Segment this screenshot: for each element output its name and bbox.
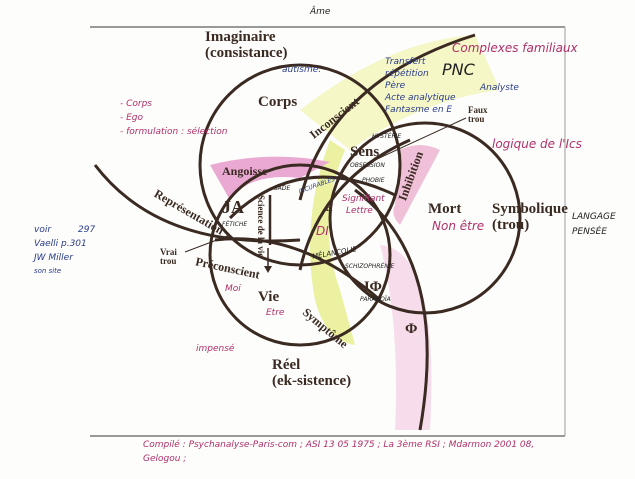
inner-arc-3 [298, 138, 411, 271]
reel-ring [208, 163, 392, 347]
lettre-note: Lettre [346, 206, 373, 216]
reel-subtitle: (ek-sistence) [272, 373, 352, 389]
mort-label: Mort [428, 201, 462, 217]
footer-source-2: Gelogou ; [143, 454, 187, 464]
pnc-note: PNC [442, 60, 475, 79]
phi-label: Φ [405, 321, 418, 337]
transfert-note: Transfert [385, 57, 426, 67]
paranoia-note: PARANOÏA [360, 296, 391, 303]
acte-note: Acte analytique [385, 93, 456, 103]
corps-list-3: - formulation : sélection [120, 127, 228, 137]
ja-label: JA [222, 197, 244, 217]
spiral-left [93, 164, 301, 243]
analyste-note: Analyste [480, 83, 519, 93]
voir-page: 297 [78, 225, 96, 235]
voir-site: son site [34, 267, 62, 275]
signifiant-note: Signifiant [342, 194, 385, 204]
repetition-note: répétition [385, 69, 429, 79]
jphi-label: JΦ [362, 279, 382, 295]
corps-list-1: - Corps [120, 99, 153, 109]
imaginaire-title: Imaginaire [205, 29, 276, 45]
pere-note: Père [385, 81, 406, 91]
schizophrenie-note: SCHIZOPHRÉNIE [345, 263, 395, 270]
faux-trou-pointer [374, 117, 467, 161]
voir-author: JW Miller [34, 253, 73, 263]
vrai-trou-pointer [184, 234, 231, 253]
reel-title: Réel [272, 357, 301, 373]
obsession-note: OBSESSION [350, 162, 385, 169]
symptome-wash [310, 140, 355, 345]
imaginaire-subtitle: (consistance) [205, 45, 288, 61]
spiral-right [354, 188, 429, 431]
moi-note: Moi [225, 284, 241, 294]
symbolique-subtitle: (trou) [492, 217, 530, 233]
vrai-trou-label: Vrai trou [160, 247, 177, 266]
corps-label: Corps [258, 94, 298, 110]
di-note: DI [316, 224, 329, 238]
down-arrow-head [264, 266, 272, 273]
phobie-note: PHOBIE [362, 177, 385, 184]
spiral-top [298, 33, 476, 201]
autisme-note: autisme. [282, 65, 322, 75]
vie-label: Vie [258, 289, 280, 305]
fetiche-note: FÉTICHE [222, 221, 248, 228]
voir-ref: Vaelli p.301 [34, 239, 87, 249]
logique-note: logique de l'Ics [492, 137, 582, 151]
pensee-note: PENSÉE [572, 227, 607, 237]
a-label: a [325, 199, 333, 215]
angoisse-label: Angoisse [222, 164, 268, 178]
impense-note: impensé [196, 344, 235, 354]
symbolique-title: Symbolique [492, 201, 568, 217]
footer-source: Compilé : Psychanalyse-Paris-com ; ASI 1… [143, 440, 535, 450]
phi-wash [380, 245, 432, 430]
inhibition-wash [393, 145, 440, 225]
complexes-note: Complexes familiaux [452, 41, 578, 55]
sens-label: Sens [350, 144, 380, 160]
hysterie-note: HYSTÉRIE [372, 133, 402, 140]
inconscient-wash [300, 35, 500, 150]
top-note: Âme [310, 7, 331, 17]
langage-note: LANGAGE [572, 212, 616, 222]
faux-trou-label: Faux trou [468, 105, 488, 124]
science-label: Science de la vie [256, 195, 266, 258]
sade-note: SADE [274, 185, 291, 192]
fantasme-note: Fantasme en E [385, 105, 453, 115]
voir-note: voir [34, 225, 52, 235]
non-etre-note: Non être [432, 219, 485, 233]
etre-note: Etre [266, 308, 285, 318]
corps-list-2: - Ego [120, 113, 144, 123]
